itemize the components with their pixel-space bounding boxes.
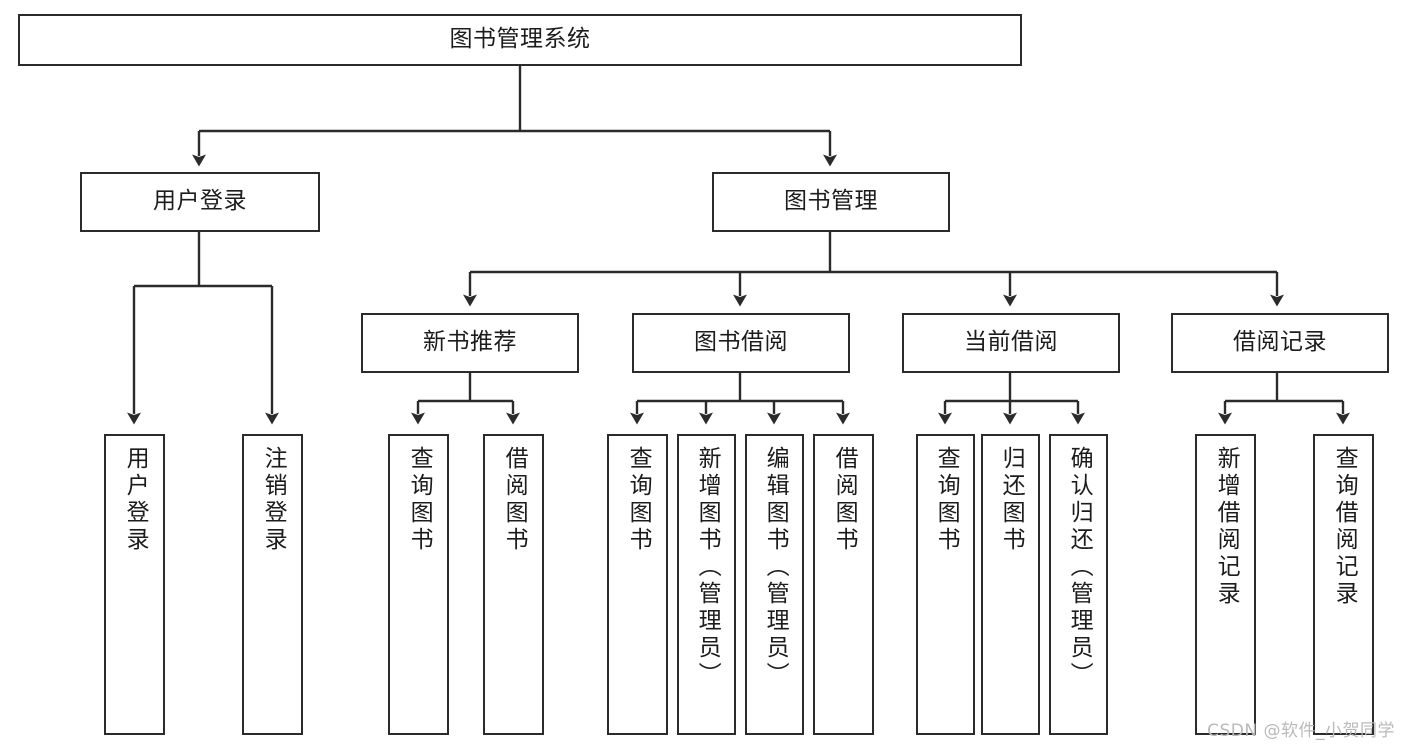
node-leaf-add-book-admin-label: 新增图书（管理员） <box>694 446 721 689</box>
node-leaf-user-login[interactable]: 用户登录 <box>104 434 165 735</box>
node-current-borrow[interactable]: 当前借阅 <box>902 313 1120 373</box>
node-leaf-logout[interactable]: 注销登录 <box>242 434 303 735</box>
node-leaf-return-book-label: 归还图书 <box>998 446 1025 554</box>
node-leaf-add-book-admin[interactable]: 新增图书（管理员） <box>677 434 736 735</box>
node-leaf-query-book-2-label: 查询图书 <box>625 446 652 554</box>
csdn-watermark: CSDN @软件_小贺同学 <box>1207 721 1395 741</box>
node-leaf-query-borrow-record[interactable]: 查询借阅记录 <box>1313 434 1374 735</box>
node-current-borrow-label: 当前借阅 <box>964 329 1058 356</box>
node-root-label: 图书管理系统 <box>449 26 591 53</box>
node-leaf-query-book-3[interactable]: 查询图书 <box>916 434 975 735</box>
node-leaf-edit-book-admin[interactable]: 编辑图书（管理员） <box>745 434 804 735</box>
node-leaf-borrow-book-2-label: 借阅图书 <box>831 446 858 554</box>
node-leaf-borrow-book-1[interactable]: 借阅图书 <box>483 434 544 735</box>
node-leaf-confirm-return-admin-label: 确认归还（管理员） <box>1066 446 1093 689</box>
node-leaf-edit-book-admin-label: 编辑图书（管理员） <box>762 446 789 689</box>
node-leaf-borrow-book-2[interactable]: 借阅图书 <box>813 434 874 735</box>
node-user-login[interactable]: 用户登录 <box>80 172 320 232</box>
node-leaf-borrow-book-1-label: 借阅图书 <box>501 446 528 554</box>
node-leaf-return-book[interactable]: 归还图书 <box>981 434 1040 735</box>
node-leaf-confirm-return-admin[interactable]: 确认归还（管理员） <box>1049 434 1108 735</box>
node-borrow-record-label: 借阅记录 <box>1233 329 1327 356</box>
node-leaf-add-borrow-record[interactable]: 新增借阅记录 <box>1195 434 1256 735</box>
node-leaf-query-borrow-record-label: 查询借阅记录 <box>1331 446 1358 608</box>
node-leaf-user-login-label: 用户登录 <box>122 446 149 554</box>
node-leaf-logout-label: 注销登录 <box>260 446 287 554</box>
node-root[interactable]: 图书管理系统 <box>18 14 1022 66</box>
node-new-book-recommend-label: 新书推荐 <box>423 329 517 356</box>
node-book-borrow[interactable]: 图书借阅 <box>632 313 850 373</box>
node-borrow-record[interactable]: 借阅记录 <box>1171 313 1389 373</box>
node-new-book-recommend[interactable]: 新书推荐 <box>361 313 579 373</box>
node-leaf-query-book-3-label: 查询图书 <box>933 446 960 554</box>
node-book-manage-label: 图书管理 <box>784 188 878 215</box>
node-book-manage[interactable]: 图书管理 <box>712 172 950 232</box>
node-leaf-add-borrow-record-label: 新增借阅记录 <box>1213 446 1240 608</box>
node-book-borrow-label: 图书借阅 <box>694 329 788 356</box>
node-leaf-query-book-1[interactable]: 查询图书 <box>388 434 449 735</box>
node-leaf-query-book-2[interactable]: 查询图书 <box>607 434 668 735</box>
node-leaf-query-book-1-label: 查询图书 <box>406 446 433 554</box>
node-user-login-label: 用户登录 <box>153 188 247 215</box>
